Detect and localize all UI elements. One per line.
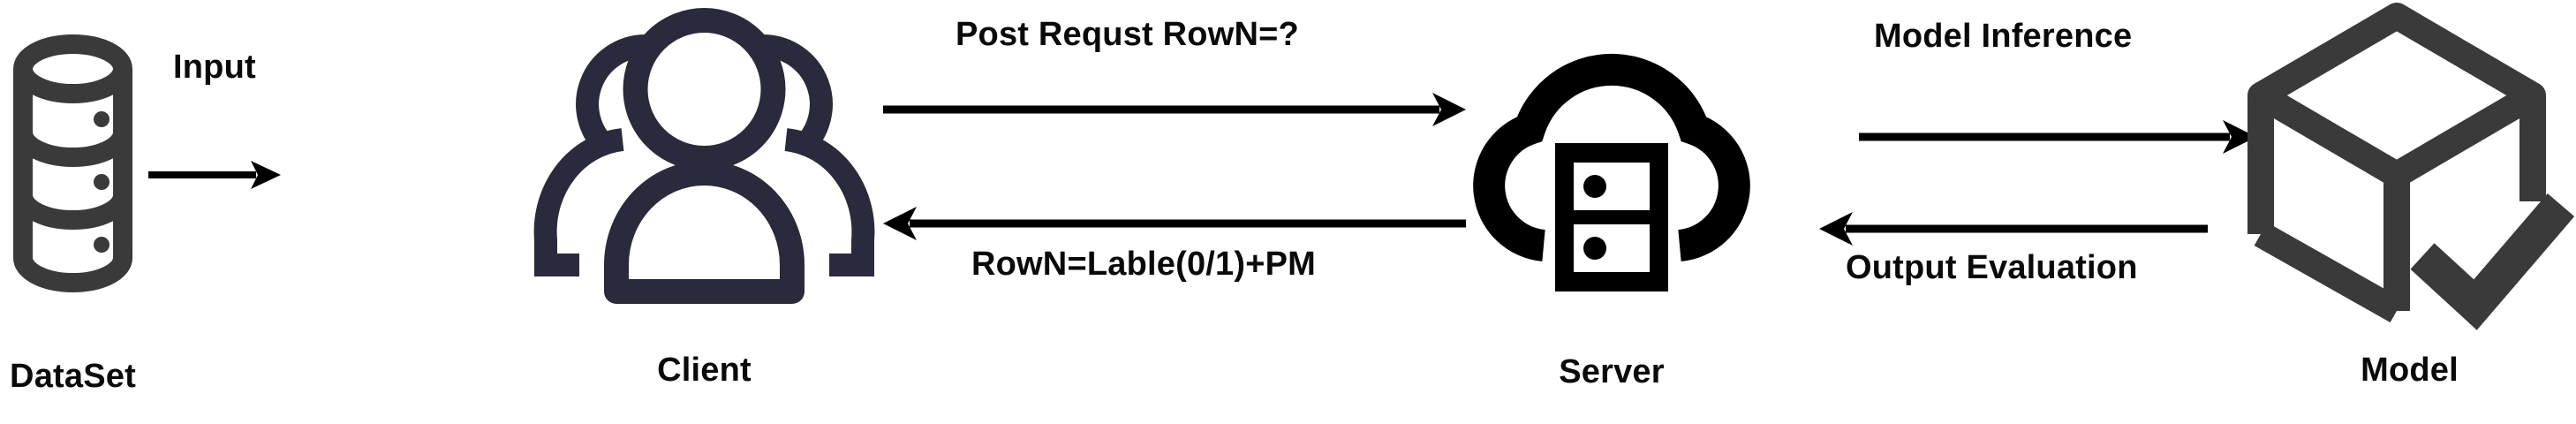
node-server[interactable]: Server (1466, 9, 1757, 398)
database-cylinder-icon (0, 26, 146, 322)
cube-check-icon (2243, 0, 2576, 349)
node-label-dataset: DataSet (10, 358, 136, 395)
edge-arrow-input (148, 159, 281, 191)
node-label-model: Model (2361, 352, 2459, 389)
node-dataset[interactable]: DataSet (0, 26, 146, 398)
node-model[interactable]: Model (2243, 0, 2576, 398)
people-group-icon (530, 0, 879, 349)
edge-arrow-model-inference (1859, 120, 2256, 154)
cloud-server-rack-icon (1466, 9, 1757, 322)
node-client[interactable]: Client (530, 0, 879, 398)
edge-arrow-rown-response (883, 207, 1466, 240)
edge-label-model-inference: Model Inference (1874, 18, 2133, 55)
edge-arrow-output-evaluation (1819, 212, 2208, 246)
edge-label-output-evaluation: Output Evaluation (1846, 249, 2138, 286)
node-label-client: Client (657, 352, 752, 389)
node-label-server: Server (1559, 353, 1665, 390)
edge-label-rown-response: RowN=Lable(0/1)+PM (971, 246, 1317, 283)
edge-label-input: Input (173, 49, 256, 86)
edge-arrow-post-request (883, 93, 1466, 126)
edge-label-post-request: Post Requst RowN=? (956, 16, 1299, 53)
